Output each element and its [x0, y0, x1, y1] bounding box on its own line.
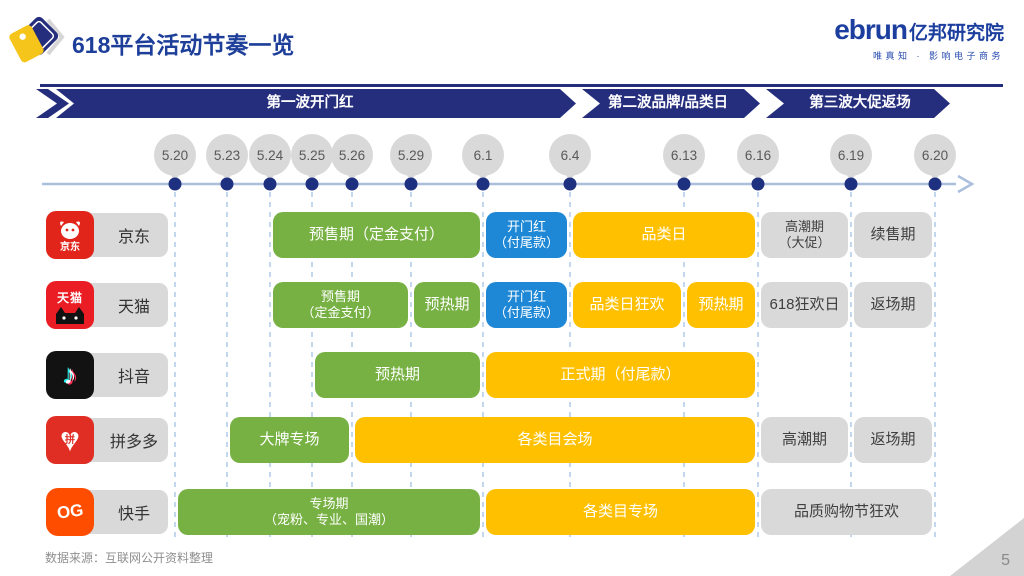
platform-name: 京东: [117, 229, 150, 246]
banner-wave-3-label: 第三波大促返场: [809, 95, 911, 111]
gantt-bar: 续售期: [854, 212, 932, 258]
gantt-bar: 各类目专场: [486, 489, 755, 535]
price-tags-icon: [9, 16, 65, 63]
platform-row: 拼多多 ♥ 拼 大牌专场各类目会场高潮期返场期: [0, 416, 1024, 464]
page-number: 5: [1001, 552, 1010, 569]
tmall-icon: 天猫: [46, 281, 94, 329]
banner-wave-1-shape: [56, 89, 576, 118]
source-note: 数据来源：互联网公开资料整理: [45, 551, 214, 565]
tmall-cat-icon: [56, 307, 84, 324]
gantt-bar: 高潮期: [761, 417, 848, 463]
kuaishou-logo-icon: OG: [55, 500, 85, 523]
platform-row: 抖音 ♪ 预热期正式期（付尾款）: [0, 351, 1024, 399]
jd-icon-text: 京东: [60, 241, 80, 253]
banner-wave-2-label: 第二波品牌/品类日: [607, 95, 729, 111]
gantt-bar: 返场期: [854, 282, 932, 328]
pdd-icon: ♥ 拼: [46, 416, 94, 464]
pdd-heart-icon: ♥: [59, 421, 81, 459]
gantt-bar: 高潮期 （大促）: [761, 212, 848, 258]
gantt-bar: 预热期: [414, 282, 480, 328]
platform-name: 拼多多: [109, 434, 158, 451]
platform-row: 快手 OG 专场期 （宠粉、专业、国潮）各类目专场品质购物节狂欢: [0, 488, 1024, 536]
douyin-icon: ♪: [46, 351, 94, 399]
chevron-right-icon: [46, 18, 65, 56]
banner-wave-1-label: 第一波开门红: [266, 95, 354, 111]
jd-dog-icon: [60, 221, 80, 239]
gantt-bar: 618狂欢日: [761, 282, 848, 328]
platform-name: 快手: [117, 506, 150, 523]
gantt-bar: 大牌专场: [230, 417, 349, 463]
brand-logo: ebrun 亿邦研究院 唯真知 · 影响电子商务: [834, 14, 1004, 62]
banner-start-chevron: [36, 89, 69, 118]
jd-icon: 京东: [46, 211, 94, 259]
brand-tagline: 唯真知 · 影响电子商务: [873, 51, 1004, 61]
gantt-bar: 开门红 （付尾款）: [486, 212, 567, 258]
brand-logo-en: ebrun: [834, 14, 908, 45]
gantt-bar: 品类日狂欢: [573, 282, 681, 328]
platform-name: 天猫: [117, 299, 150, 316]
gantt-bar: 开门红 （付尾款）: [486, 282, 567, 328]
gantt-bar: 品质购物节狂欢: [761, 489, 932, 535]
douyin-note-icon: ♪: [63, 359, 77, 390]
banner-wave-2-shape: [582, 89, 760, 118]
gantt-bar: 预售期 （定金支付）: [273, 282, 408, 328]
banner-wave-3-shape: [766, 89, 950, 118]
wave-banners: [36, 89, 950, 118]
gantt-bar: 专场期 （宠粉、专业、国潮）: [178, 489, 480, 535]
gantt-bar: 返场期: [854, 417, 932, 463]
gantt-bar: 品类日: [573, 212, 755, 258]
tmall-icon-text: 天猫: [56, 291, 83, 305]
platform-row: 京东 京东 预售期（定金支付）开门红 （付尾款）品类日高潮期 （大促）续售期: [0, 211, 1024, 259]
brand-logo-cn: 亿邦研究院: [908, 23, 1004, 44]
corner-triangle: [950, 518, 1024, 576]
kuaishou-icon: OG: [46, 488, 94, 536]
gantt-bar: 预热期: [687, 282, 755, 328]
gantt-bar: 各类目会场: [355, 417, 755, 463]
page-title: 618平台活动节奏一览: [72, 32, 295, 58]
gantt-bar: 正式期（付尾款）: [486, 352, 755, 398]
gantt-bar: 预热期: [315, 352, 480, 398]
gantt-bar: 预售期（定金支付）: [273, 212, 480, 258]
platform-name: 抖音: [117, 369, 150, 386]
pdd-icon-text: 拼: [65, 435, 75, 446]
header-divider: [40, 84, 1003, 87]
